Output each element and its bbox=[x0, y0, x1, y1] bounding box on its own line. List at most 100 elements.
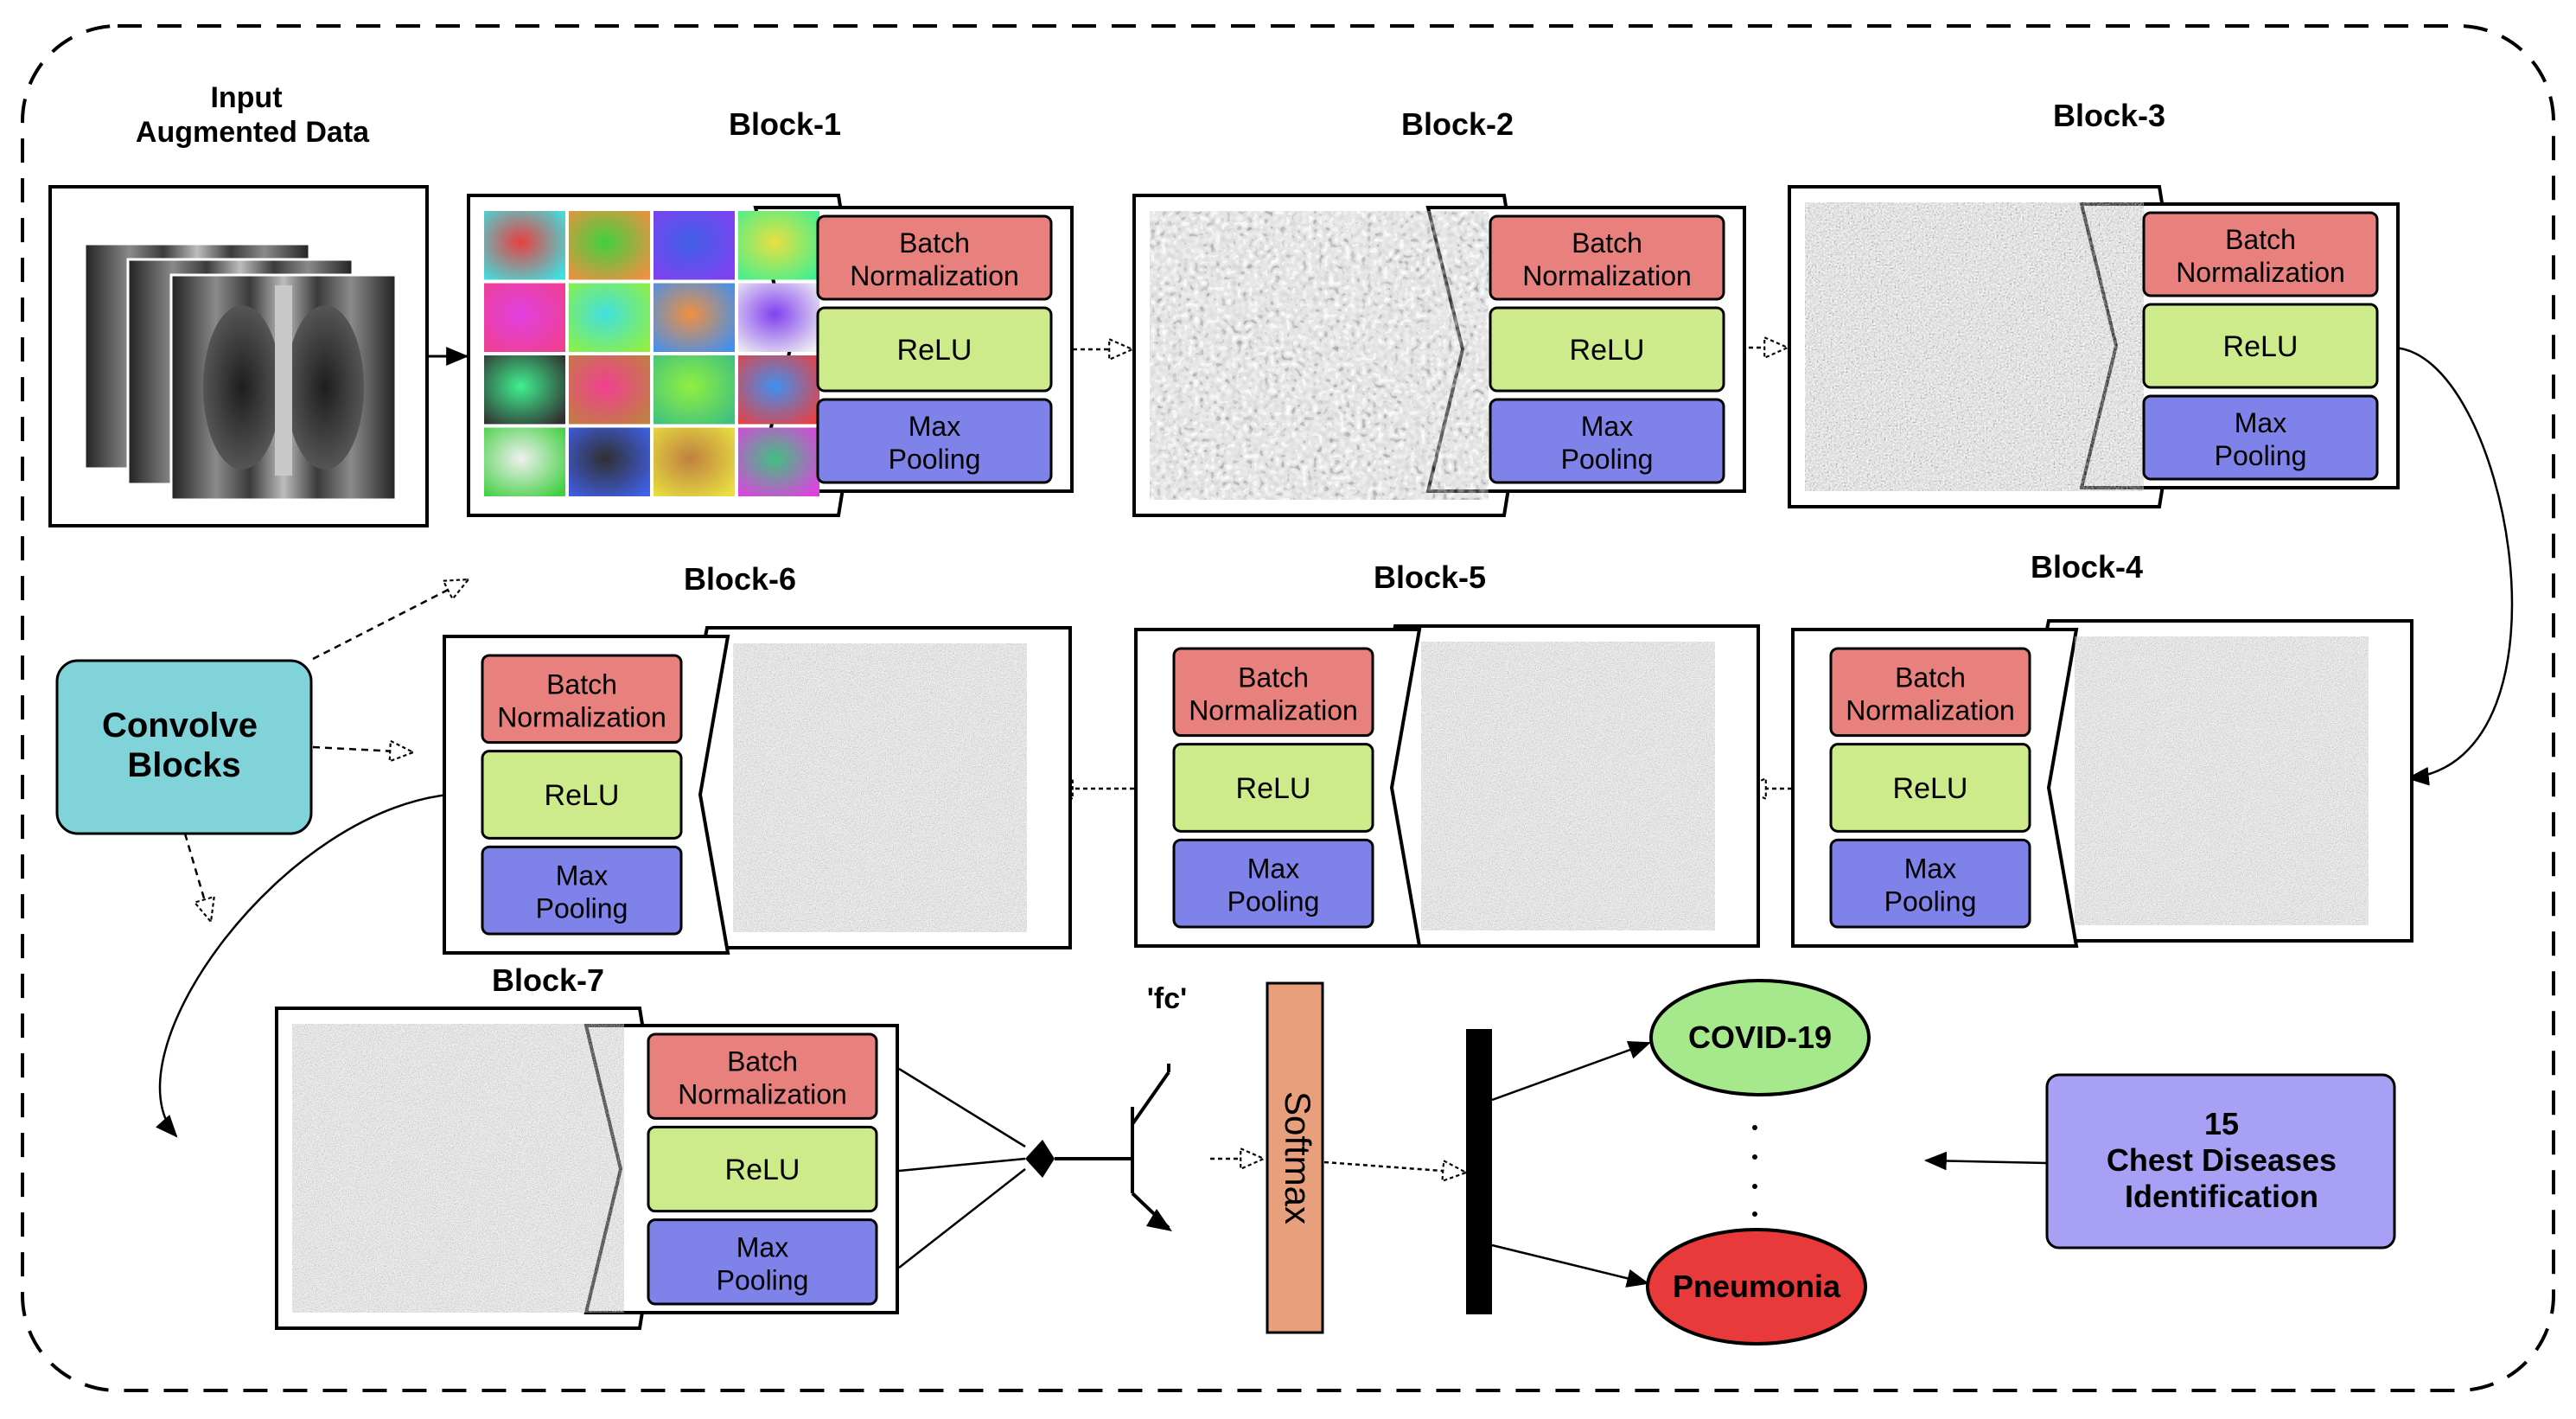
batch-normalization-box bbox=[1489, 214, 1725, 301]
batch-normalization-box-line2: Normalization bbox=[1189, 694, 1358, 725]
feature-map-noise bbox=[1805, 202, 2144, 491]
outer-dashed-frame bbox=[21, 24, 2555, 1392]
batch-normalization-box bbox=[816, 214, 1053, 301]
max-pooling-box-line1: Max bbox=[736, 1231, 788, 1262]
connectors bbox=[156, 348, 2514, 1288]
relu-box-label: ReLU bbox=[725, 1154, 800, 1186]
covid-label: COVID-19 bbox=[1688, 1020, 1832, 1055]
feature-map-noise bbox=[2075, 636, 2369, 925]
relu-box bbox=[816, 306, 1053, 393]
block-title: Block-5 bbox=[1374, 559, 1486, 595]
relu-box-label: ReLU bbox=[545, 779, 620, 812]
diseases-box bbox=[2045, 1073, 2396, 1250]
block-title: Block-4 bbox=[2031, 549, 2143, 585]
covid-output bbox=[1649, 979, 1871, 1096]
batch-normalization-box-line2: Normalization bbox=[497, 701, 666, 732]
max-pooling-box-line1: Max bbox=[556, 860, 608, 892]
block-title: Block-1 bbox=[729, 106, 841, 142]
max-pooling-box bbox=[816, 398, 1053, 484]
max-pooling-box-line1: Max bbox=[1904, 853, 1956, 885]
convolve-blocks-legend bbox=[55, 659, 313, 835]
block-title: Block-6 bbox=[684, 561, 796, 597]
batch-normalization-box bbox=[1172, 647, 1374, 738]
pneumonia-label: Pneumonia bbox=[1673, 1269, 1841, 1304]
filter-tile bbox=[738, 427, 819, 496]
max-pooling-box-line2: Pooling bbox=[1884, 886, 1977, 917]
relu-box bbox=[1829, 743, 2031, 833]
filter-tile bbox=[569, 427, 650, 496]
relu-box bbox=[2142, 303, 2379, 389]
max-pooling-box bbox=[481, 845, 683, 936]
max-pooling-box bbox=[647, 1218, 878, 1306]
max-pooling-box bbox=[1172, 838, 1374, 929]
filter-tile bbox=[484, 283, 565, 352]
filter-tile bbox=[484, 427, 565, 496]
output-ellipsis bbox=[1752, 1125, 1757, 1217]
filter-tile bbox=[654, 211, 735, 280]
relu-box-label: ReLU bbox=[1570, 334, 1645, 367]
legend-line1: Convolve bbox=[102, 706, 258, 745]
batch-normalization-box-line1: Batch bbox=[1895, 662, 1966, 693]
max-pooling-box-line1: Max bbox=[1247, 853, 1299, 885]
feature-map-noise bbox=[733, 643, 1027, 932]
max-pooling-box-line1: Max bbox=[909, 411, 960, 442]
diseases-line3: Identification bbox=[2125, 1179, 2318, 1214]
softmax-label: Softmax bbox=[1278, 1091, 1318, 1224]
max-pooling-box bbox=[1829, 838, 2031, 929]
batch-normalization-box-line1: Batch bbox=[899, 227, 970, 259]
max-pooling-box-line2: Pooling bbox=[1227, 886, 1320, 917]
relu-box bbox=[1489, 306, 1725, 393]
xray-stack bbox=[83, 242, 398, 502]
batch-normalization-box-line1: Batch bbox=[727, 1046, 798, 1077]
max-pooling-box bbox=[2142, 394, 2379, 481]
filter-tile bbox=[484, 355, 565, 425]
feature-map-noise bbox=[292, 1024, 624, 1313]
relu-box bbox=[647, 1125, 878, 1213]
filter-tile bbox=[569, 355, 650, 425]
max-pooling-box-line1: Max bbox=[1581, 411, 1633, 442]
batch-normalization-box bbox=[481, 654, 683, 745]
max-pooling-box bbox=[1489, 398, 1725, 484]
batch-normalization-box bbox=[2142, 211, 2379, 297]
input-title-line1: Input bbox=[210, 81, 282, 114]
feature-map-noise bbox=[1150, 211, 1489, 500]
batch-normalization-box-line2: Normalization bbox=[2176, 257, 2345, 288]
batch-normalization-box-line1: Batch bbox=[546, 668, 617, 700]
batch-normalization-box-line1: Batch bbox=[2225, 224, 2296, 255]
filter-tile bbox=[569, 283, 650, 352]
output-layer-bar bbox=[1466, 1029, 1492, 1314]
batch-normalization-box bbox=[1829, 647, 2031, 738]
relu-box bbox=[1172, 743, 1374, 833]
relu-box-label: ReLU bbox=[1893, 772, 1968, 805]
batch-normalization-box-line2: Normalization bbox=[850, 260, 1019, 291]
batch-normalization-box bbox=[647, 1032, 878, 1120]
batch-normalization-box-line1: Batch bbox=[1238, 662, 1309, 693]
relu-box-label: ReLU bbox=[2223, 330, 2299, 363]
filter-tile bbox=[738, 355, 819, 425]
block-title: Block-7 bbox=[492, 962, 604, 998]
filter-tile bbox=[654, 355, 735, 425]
filter-tile bbox=[654, 427, 735, 496]
filter-tile bbox=[738, 283, 819, 352]
feature-map-noise bbox=[1421, 642, 1715, 930]
filter-tile bbox=[738, 211, 819, 280]
input-title-line2: Augmented Data bbox=[136, 116, 370, 149]
filter-tile bbox=[484, 211, 565, 280]
batch-normalization-box-line2: Normalization bbox=[678, 1079, 847, 1110]
batch-normalization-box-line2: Normalization bbox=[1846, 694, 2015, 725]
filter-tile bbox=[654, 283, 735, 352]
diseases-line1: 15 bbox=[2204, 1106, 2239, 1141]
max-pooling-box-line2: Pooling bbox=[717, 1264, 809, 1295]
legend-line2: Blocks bbox=[127, 746, 240, 784]
relu-box-label: ReLU bbox=[1236, 772, 1311, 805]
batch-normalization-box-line1: Batch bbox=[1572, 227, 1642, 259]
max-pooling-box-line2: Pooling bbox=[889, 444, 981, 475]
